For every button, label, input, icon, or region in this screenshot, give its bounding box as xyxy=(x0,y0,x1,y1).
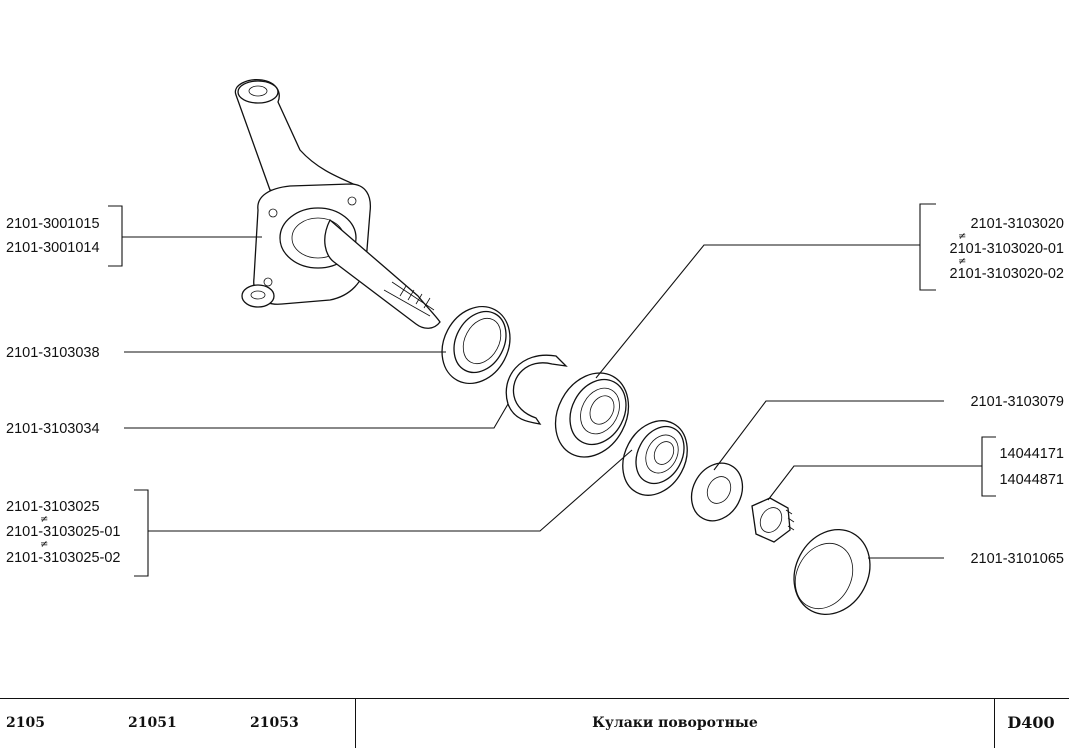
label-seal: 2101-3103038 xyxy=(6,345,100,361)
not-equal-mark: ≠ xyxy=(958,231,966,242)
label-outer-bearing-1: 2101-3103020 xyxy=(970,216,1064,232)
label-inner-bearing-3: 2101-3103025-02 xyxy=(6,550,121,566)
outer-bearing-leader xyxy=(595,244,920,379)
footer-divider xyxy=(355,699,356,748)
nut-leader xyxy=(767,465,982,501)
not-equal-mark: ≠ xyxy=(958,256,966,267)
ring-leader xyxy=(124,403,509,429)
not-equal-mark: ≠ xyxy=(40,514,48,525)
title-block: 2105 21051 21053 Кулаки поворотные D400 xyxy=(0,698,1069,748)
model-code: 2105 xyxy=(6,715,45,731)
snap-ring xyxy=(505,354,568,425)
model-code: 21051 xyxy=(128,715,177,731)
oil-seal xyxy=(441,305,511,385)
not-equal-mark: ≠ xyxy=(40,539,48,550)
washer-leader xyxy=(713,400,944,471)
label-knuckle-a: 2101-3001015 xyxy=(6,216,100,232)
steering-knuckle xyxy=(234,79,441,329)
label-nut-2: 14044871 xyxy=(999,472,1064,488)
nut-bracket xyxy=(981,436,996,497)
inner-bearing-leader xyxy=(148,449,633,532)
inner-bearing-bracket xyxy=(134,489,149,577)
outer-bearing xyxy=(554,372,630,458)
label-nut-1: 14044171 xyxy=(999,446,1064,462)
washer xyxy=(690,462,744,522)
model-code: 21053 xyxy=(250,715,299,731)
label-outer-bearing-3: 2101-3103020-02 xyxy=(950,266,1065,282)
label-knuckle-b: 2101-3001014 xyxy=(6,240,100,256)
hub-cap xyxy=(793,528,871,616)
label-washer: 2101-3103079 xyxy=(970,394,1064,410)
inner-bearing xyxy=(622,420,688,496)
parts-diagram: 2101-3001015 2101-3001014 2101-3103038 2… xyxy=(6,79,1065,616)
knuckle-bracket xyxy=(108,205,123,267)
label-cap: 2101-3101065 xyxy=(970,551,1064,567)
label-inner-bearing-2: 2101-3103025-01 xyxy=(6,524,121,540)
label-ring: 2101-3103034 xyxy=(6,421,100,437)
label-inner-bearing-1: 2101-3103025 xyxy=(6,499,100,515)
label-outer-bearing-2: 2101-3103020-01 xyxy=(950,241,1065,257)
footer-divider xyxy=(994,699,995,748)
hub-nut xyxy=(751,497,795,543)
section-code: D400 xyxy=(1007,713,1055,732)
outer-bearing-bracket xyxy=(919,203,936,291)
page-title: Кулаки поворотные xyxy=(592,715,758,731)
